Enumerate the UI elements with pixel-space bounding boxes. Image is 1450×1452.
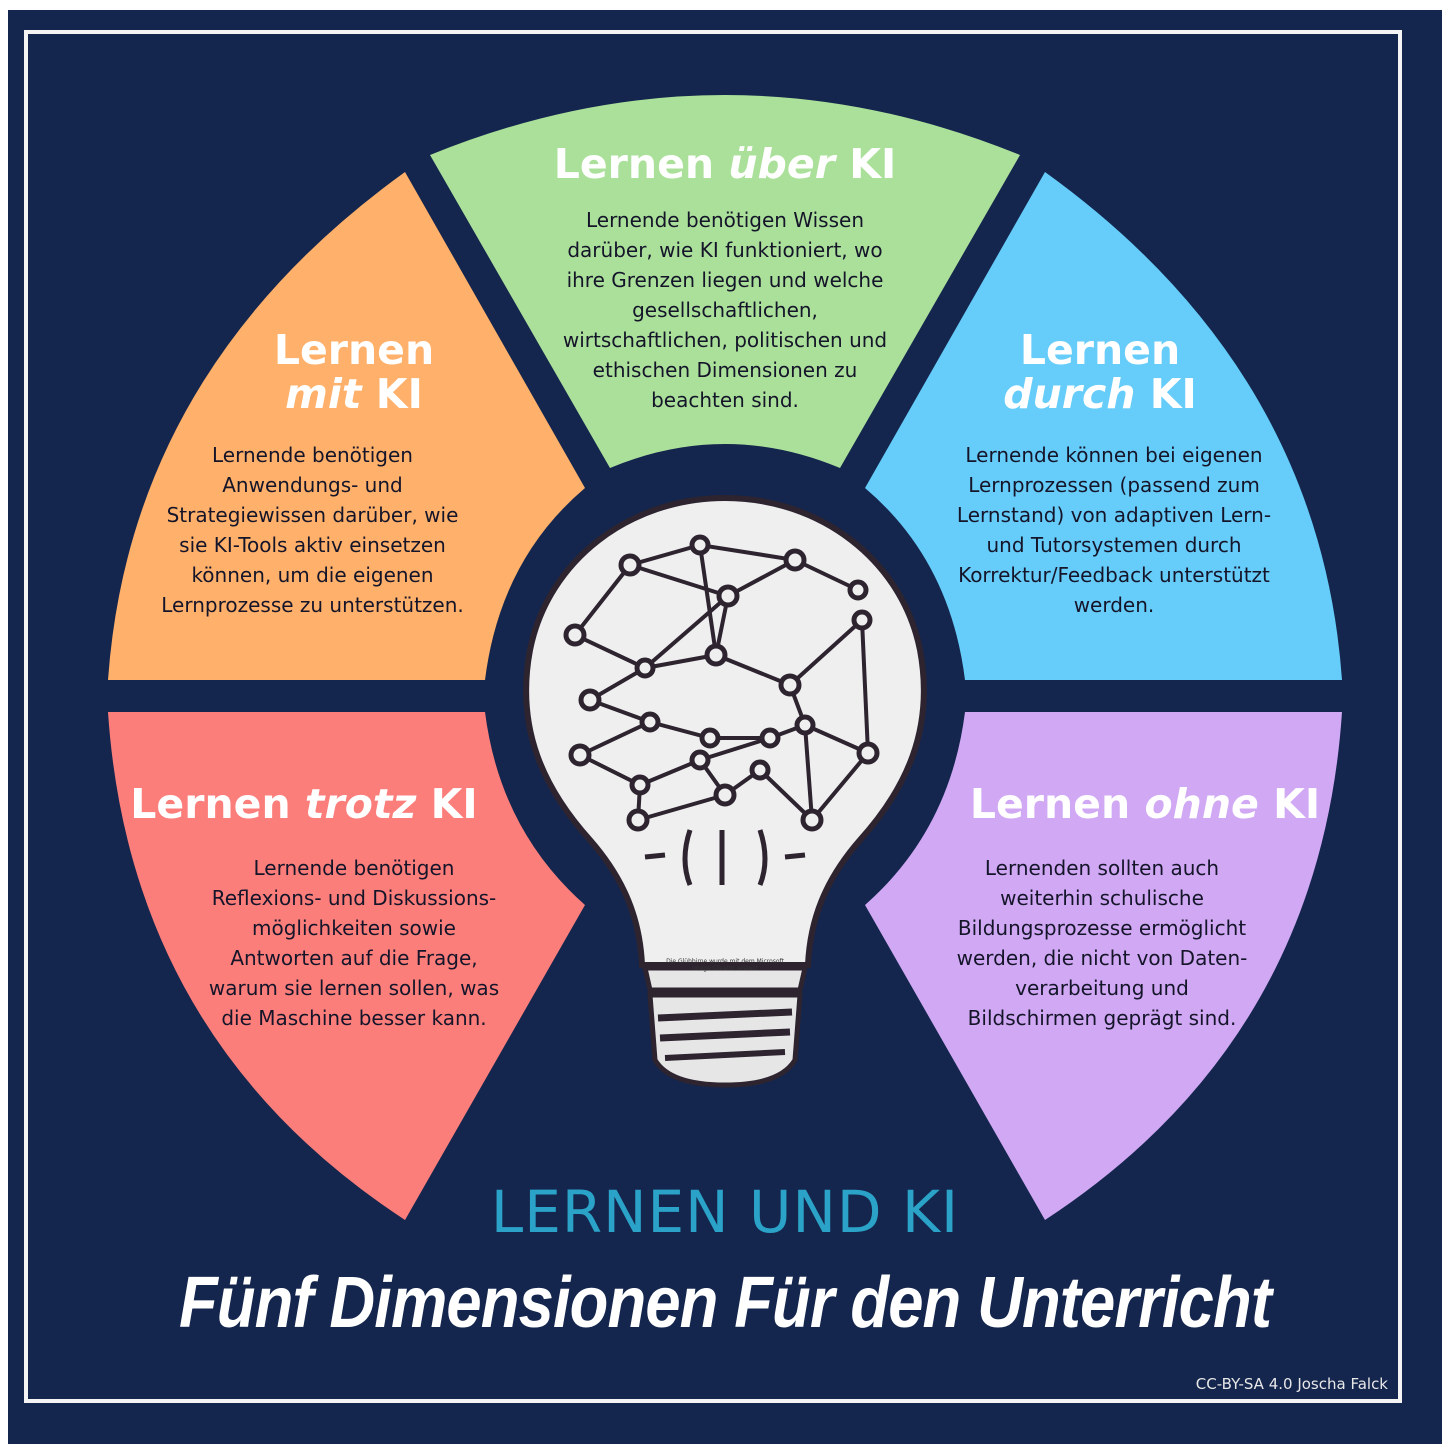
poster-heading: LERNEN UND KI: [490, 1178, 960, 1246]
segment-upper-right-title: Lernen durch KI: [950, 328, 1250, 416]
segment-top-title: Lernen über KI: [475, 142, 975, 186]
segment-upper-right: [865, 172, 1342, 680]
title-emphasis: über: [728, 140, 835, 188]
title-suffix: KI: [1258, 780, 1321, 828]
bulb-attribution-note: Die Glühbirne wurde mit dem Microsoft Im…: [666, 958, 784, 972]
license-credit: CC-BY-SA 4.0 Joscha Falck: [1195, 1375, 1388, 1393]
segment-top: [430, 95, 1020, 468]
segment-lower-left-title: Lernen trotz KI: [104, 782, 504, 826]
segment-top-text: Lernende benötigen Wissen darüber, wie K…: [562, 208, 888, 412]
title-line1: Lernen: [1019, 326, 1181, 374]
segment-upper-left-title: Lernen mit KI: [204, 328, 504, 416]
segment-lower-left-text: Lernende benötigen Reflexions- und Disku…: [208, 856, 500, 1030]
segment-lower-left: [108, 712, 585, 1220]
title-emphasis: ohne: [1144, 780, 1259, 828]
title-prefix: Lernen: [130, 780, 305, 828]
title-prefix: Lernen: [553, 140, 729, 188]
title-suffix: KI: [834, 140, 897, 188]
segment-lower-right: [865, 712, 1342, 1220]
segment-upper-left-text: Lernende benötigen Anwendungs- und Strat…: [161, 443, 464, 617]
title-suffix: KI: [416, 780, 478, 828]
title-suffix: KI: [361, 370, 423, 418]
segment-lower-right-title: Lernen ohne KI: [945, 782, 1345, 826]
title-suffix: KI: [1135, 370, 1197, 418]
title-emphasis: mit: [285, 370, 362, 418]
segment-upper-right-text: Lernende können bei eigenen Lernprozesse…: [956, 443, 1272, 617]
lightbulb-illustration: [523, 494, 927, 1088]
title-prefix: Lernen: [969, 780, 1145, 828]
title-line1: Lernen: [273, 326, 435, 374]
poster-subtitle: Fünf Dimensionen Für den Unterricht: [178, 1263, 1272, 1343]
poster-frame: [24, 30, 1402, 1403]
title-emphasis: trotz: [304, 780, 417, 828]
segment-lower-right-text: Lernenden sollten auch weiterhin schulis…: [956, 856, 1248, 1030]
segment-upper-left: [108, 172, 585, 680]
title-emphasis: durch: [1003, 370, 1136, 418]
